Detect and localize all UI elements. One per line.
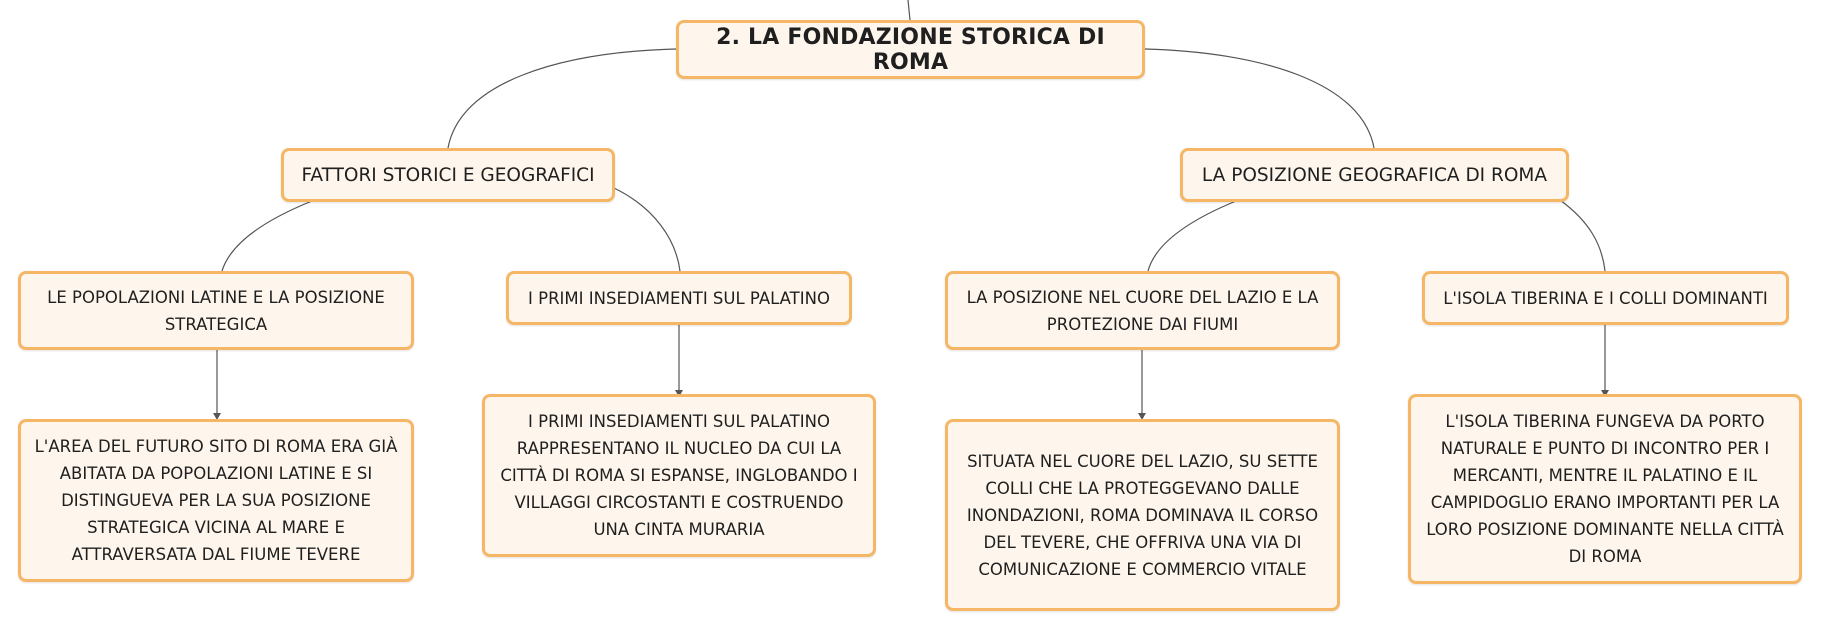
connector-branch-2-to-child-2 [1559,199,1606,272]
topic-node-popolazioni-latine[interactable]: LE POPOLAZIONI LATINE E LA POSIZIONE STR… [18,271,414,350]
connector-branch-2-to-child-1 [1147,200,1237,272]
topic-node-label: LA POSIZIONE NEL CUORE DEL LAZIO E LA PR… [966,287,1319,334]
topic-node-label: L'ISOLA TIBERINA E I COLLI DOMINANTI [1443,288,1768,308]
detail-node-text: L'AREA DEL FUTURO SITO DI ROMA ERA GIÀ A… [34,437,398,564]
detail-node-cuore-lazio[interactable]: SITUATA NEL CUORE DEL LAZIO, SU SETTE CO… [945,419,1340,611]
detail-node-popolazioni-latine[interactable]: L'AREA DEL FUTURO SITO DI ROMA ERA GIÀ A… [18,419,414,582]
topic-node-label: LE POPOLAZIONI LATINE E LA POSIZIONE STR… [47,287,385,334]
connector-root-incoming [907,0,911,21]
branch-node-fattori[interactable]: FATTORI STORICI E GEOGRAFICI [281,148,615,202]
root-node-label: 2. LA FONDAZIONE STORICA DI ROMA [716,24,1105,75]
topic-node-palatino[interactable]: I PRIMI INSEDIAMENTI SUL PALATINO [506,271,852,325]
branch-node-label: FATTORI STORICI E GEOGRAFICI [301,164,595,186]
detail-node-text: L'ISOLA TIBERINA FUNGEVA DA PORTO NATURA… [1426,412,1784,566]
connector-branch-1-to-child-1 [221,200,313,272]
detail-node-palatino[interactable]: I PRIMI INSEDIAMENTI SUL PALATINO RAPPRE… [482,394,876,557]
topic-node-cuore-lazio[interactable]: LA POSIZIONE NEL CUORE DEL LAZIO E LA PR… [945,271,1340,350]
detail-node-isola-tiberina[interactable]: L'ISOLA TIBERINA FUNGEVA DA PORTO NATURA… [1408,394,1802,584]
topic-node-label: I PRIMI INSEDIAMENTI SUL PALATINO [528,288,830,308]
connector-branch-1-to-child-2 [613,187,681,272]
detail-node-text: I PRIMI INSEDIAMENTI SUL PALATINO RAPPRE… [500,412,858,539]
connector-root-to-branch-1 [447,48,677,149]
branch-node-posizione[interactable]: LA POSIZIONE GEOGRAFICA DI ROMA [1180,148,1569,202]
detail-node-text: SITUATA NEL CUORE DEL LAZIO, SU SETTE CO… [966,451,1319,579]
topic-node-isola-tiberina[interactable]: L'ISOLA TIBERINA E I COLLI DOMINANTI [1422,271,1789,325]
branch-node-label: LA POSIZIONE GEOGRAFICA DI ROMA [1201,164,1548,186]
connector-root-to-branch-2 [1144,48,1375,149]
root-node[interactable]: 2. LA FONDAZIONE STORICA DI ROMA [676,20,1145,79]
